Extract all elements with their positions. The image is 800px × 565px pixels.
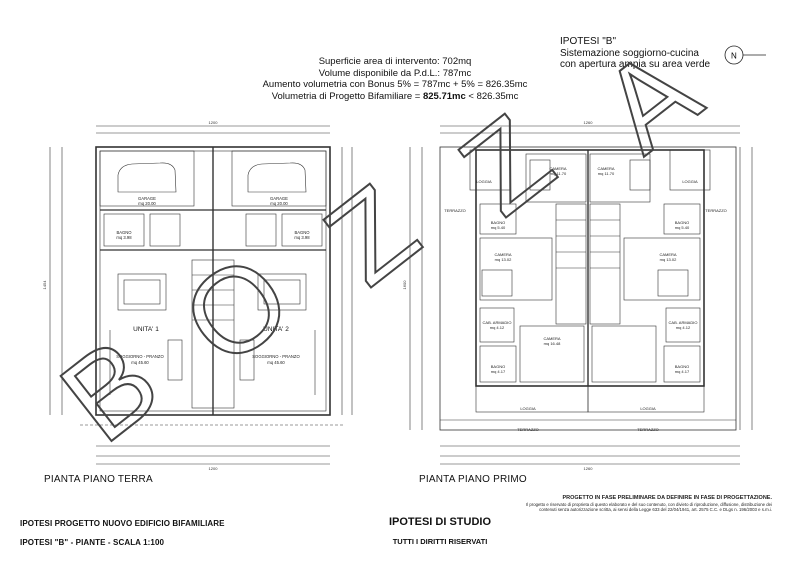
- label-garage-a: GARAGE: [138, 196, 156, 201]
- label-camera1-b: CAMERA: [597, 166, 614, 171]
- label-bagno-b: BAGNO: [294, 230, 310, 235]
- label-loggia-b: LOGGIA: [682, 179, 698, 184]
- ground-floor-title: PIANTA PIANO TERRA: [44, 474, 153, 485]
- dim-ground-top: 1200: [209, 120, 219, 125]
- label-loggia-c: LOGGIA: [520, 406, 536, 411]
- label-bagno1-b-area: mq 5.40: [675, 225, 690, 230]
- info-project-volume: Volumetria di Progetto Bifamiliare = 825…: [271, 90, 519, 102]
- label-bagno2-b: BAGNO: [675, 364, 689, 369]
- dim-ground-left: 1454: [42, 280, 47, 290]
- dim-first-bottom: 1260: [584, 466, 594, 471]
- label-bagno1-a: BAGNO: [491, 220, 505, 225]
- footer-scale: IPOTESI "B" - PIANTE - SCALA 1:100: [20, 538, 165, 547]
- ground-floor-plan: [49, 125, 353, 465]
- legal-note-title: PROGETTO IN FASE PRELIMINARE DA DEFINIRE…: [562, 495, 772, 501]
- dim-first-left: 1600: [402, 280, 407, 290]
- label-cab-b: CAB. ARMADIO: [669, 320, 698, 325]
- label-terrazzo-c: TERRAZZO: [517, 427, 539, 432]
- label-unit-1: UNITA' 1: [133, 326, 159, 333]
- legal-note-body: Il progetto e riservato di proprieta di …: [526, 501, 772, 513]
- label-bagno-a: BAGNO: [116, 230, 132, 235]
- label-garage-a-area: mq 20.00: [138, 201, 156, 206]
- area-info: Superficie area di intervento: 702mq Vol…: [250, 56, 540, 102]
- label-cab-a: CAB. ARMADIO: [483, 320, 512, 325]
- info-surface: Superficie area di intervento: 702mq: [318, 56, 472, 67]
- hypothesis-title: IPOTESI "B": [560, 36, 617, 47]
- label-terrazzo-b: TERRAZZO: [705, 208, 727, 213]
- label-camera2-b-area: mq 13.02: [660, 257, 677, 262]
- label-garage-b: GARAGE: [270, 196, 288, 201]
- label-soggiorno-b: SOGGIORNO - PRANZO: [252, 354, 300, 359]
- label-loggia-a: LOGGIA: [476, 179, 492, 184]
- label-unit-2: UNITA' 2: [263, 326, 289, 333]
- north-label: N: [731, 52, 737, 61]
- label-loggia-d: LOGGIA: [640, 406, 656, 411]
- label-bagno-b-area: mq 3.98: [294, 235, 310, 240]
- label-camera3-area: mq 16.48: [544, 341, 561, 346]
- label-terrazzo-a: TERRAZZO: [444, 208, 466, 213]
- hypothesis-line-1: Sistemazione soggiorno-cucina: [560, 47, 699, 59]
- label-camera2-a-area: mq 13.02: [495, 257, 512, 262]
- label-camera1-a: CAMERA: [549, 166, 566, 171]
- label-bagno1-b: BAGNO: [675, 220, 689, 225]
- label-soggiorno-b-area: mq 45.60: [267, 360, 285, 365]
- label-bagno1-a-area: mq 5.40: [491, 225, 506, 230]
- label-soggiorno-a-area: mq 45.60: [131, 360, 149, 365]
- first-floor-plan: [409, 125, 753, 465]
- info-volume: Volume disponibile da P.d.L.: 787mc: [318, 67, 472, 79]
- north-arrow-icon: N: [724, 45, 766, 65]
- label-cab-a-area: mq 4.12: [490, 325, 505, 330]
- label-soggiorno-a: SOGGIORNO - PRANZO: [116, 354, 164, 359]
- hypothesis-line-2: con apertura ampia su area verde: [560, 59, 711, 70]
- label-camera1-a-area: mq 11.70: [550, 171, 567, 176]
- label-camera2-a: CAMERA: [494, 252, 511, 257]
- label-bagno2-a-area: mq 4.17: [491, 369, 506, 374]
- label-terrazzo-d: TERRAZZO: [637, 427, 659, 432]
- label-bagno-a-area: mq 3.98: [116, 235, 132, 240]
- label-camera1-b-area: mq 11.70: [598, 171, 615, 176]
- label-camera2-b: CAMERA: [659, 252, 676, 257]
- label-bagno2-b-area: mq 4.17: [675, 369, 690, 374]
- first-floor-title: PIANTA PIANO PRIMO: [419, 474, 527, 485]
- label-garage-b-area: mq 20.00: [270, 201, 288, 206]
- hypothesis-description: IPOTESI "B" Sistemazione soggiorno-cucin…: [560, 36, 710, 71]
- label-bagno2-a: BAGNO: [491, 364, 505, 369]
- footer-project-title: IPOTESI PROGETTO NUOVO EDIFICIO BIFAMILI…: [20, 519, 225, 528]
- label-cab-b-area: mq 4.12: [676, 325, 691, 330]
- dim-ground-bottom: 1200: [209, 466, 219, 471]
- footer-legal-note: PROGETTO IN FASE PRELIMINARE DA DEFINIRE…: [522, 495, 772, 513]
- dim-first-top: 1260: [584, 120, 594, 125]
- info-bonus: Aumento volumetria con Bonus 5% = 787mc …: [262, 79, 528, 90]
- footer-rights: TUTTI I DIRITTI RISERVATI: [392, 537, 488, 546]
- footer-study-title: IPOTESI DI STUDIO: [388, 516, 492, 528]
- label-camera3: CAMERA: [543, 336, 560, 341]
